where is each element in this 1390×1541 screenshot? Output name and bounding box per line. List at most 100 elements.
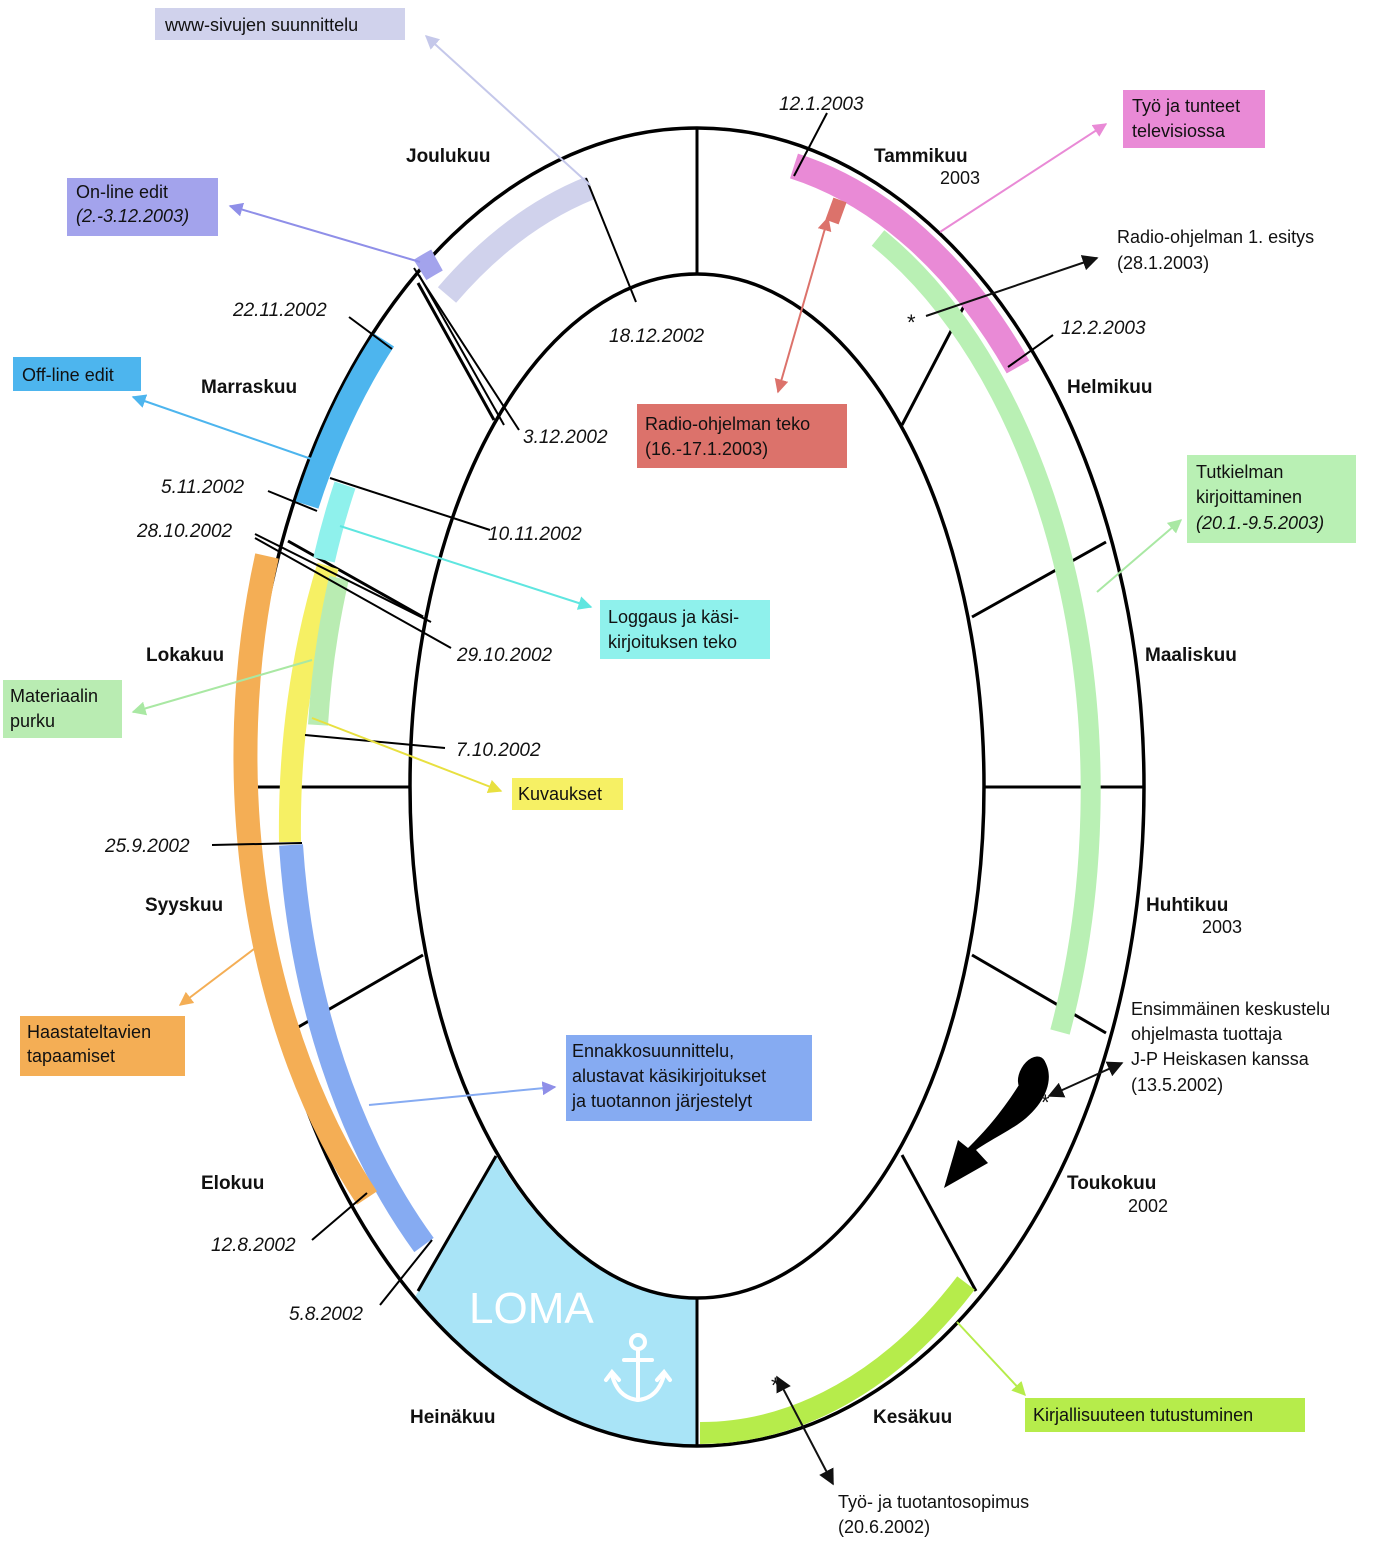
- date-25-9-2002: 25.9.2002: [104, 836, 190, 857]
- arc-offline: [295, 333, 395, 509]
- box-kirjallisuus: Kirjallisuuteen tutustuminen: [1025, 1398, 1305, 1432]
- date-28-10-2002: 28.10.2002: [136, 521, 233, 542]
- arc-radio-teko: [825, 197, 847, 225]
- arrow-haastateltavien: [178, 942, 263, 1006]
- year-tammikuu: 2003: [940, 168, 980, 188]
- star-sopimus: *: [771, 1373, 780, 1398]
- month-marraskuu: Marraskuu: [201, 377, 297, 398]
- arrow-materiaalin: [131, 659, 313, 716]
- date-3-12-2002: 3.12.2002: [523, 427, 608, 448]
- box-online-line2: (2.-3.12.2003): [76, 206, 189, 226]
- arc-kuvaukset: [278, 562, 339, 843]
- box-tyo-ja-tunteet: Työ ja tunteet televisiossa: [1123, 90, 1265, 148]
- box-offline-label: Off-line edit: [22, 365, 114, 385]
- loma-label: LOMA: [469, 1284, 594, 1333]
- direction-arrow-icon: [944, 1056, 1049, 1188]
- date-22-11-2002: 22.11.2002: [232, 300, 327, 321]
- box-kirjallisuus-label: Kirjallisuuteen tutustuminen: [1033, 1405, 1253, 1425]
- note-keskustelu-line3: J-P Heiskasen kanssa: [1131, 1049, 1310, 1069]
- month-lokakuu: Lokakuu: [146, 645, 224, 666]
- box-ennakko-line3: ja tuotannon järjestelyt: [571, 1091, 752, 1111]
- note-sopimus-line2: (20.6.2002): [838, 1517, 930, 1537]
- arrow-ennakko: [368, 1081, 557, 1106]
- date-5-11-2002: 5.11.2002: [161, 477, 245, 498]
- date-labels: 12.1.2003 12.2.2003 18.12.2002 3.12.2002…: [104, 94, 1146, 1325]
- box-haastateltavien: Haastateltavien tapaamiset: [20, 1016, 185, 1076]
- box-online-line1: On-line edit: [76, 182, 168, 202]
- month-tammikuu: Tammikuu: [874, 146, 968, 167]
- month-kesakuu: Kesäkuu: [873, 1407, 952, 1428]
- box-tutkielma: Tutkielman kirjoittaminen (20.1.-9.5.200…: [1187, 455, 1356, 543]
- callout-arrows: [131, 35, 1183, 1397]
- month-joulukuu: Joulukuu: [406, 146, 490, 167]
- arrow-www: [424, 35, 591, 186]
- arc-haastateltavien: [233, 553, 377, 1205]
- arrow-radio-esitys: [925, 255, 1099, 317]
- month-toukokuu: Toukokuu: [1067, 1173, 1156, 1194]
- date-5-8-2002: 5.8.2002: [289, 1304, 363, 1325]
- box-www: www-sivujen suunnittelu: [155, 8, 405, 40]
- arc-online: [413, 249, 443, 281]
- arc-www: [437, 176, 595, 303]
- month-labels: Joulukuu Tammikuu 2003 Helmikuu Maalisku…: [145, 146, 1242, 1428]
- box-radio-teko: Radio-ohjelman teko (16.-17.1.2003): [637, 404, 847, 468]
- year-huhtikuu: 2003: [1202, 917, 1242, 937]
- box-ennakko: Ennakkosuunnittelu, alustavat käsikirjoi…: [566, 1035, 812, 1121]
- notes: Radio-ohjelman 1. esitys (28.1.2003) Ens…: [838, 227, 1330, 1537]
- box-kuvaukset-label: Kuvaukset: [518, 784, 602, 804]
- box-radio-teko-line1: Radio-ohjelman teko: [645, 414, 810, 434]
- star-keskustelu: *: [1041, 1090, 1050, 1115]
- note-sopimus-line1: Työ- ja tuotantosopimus: [838, 1492, 1029, 1512]
- note-keskustelu-line2: ohjelmasta tuottaja: [1131, 1024, 1283, 1044]
- activity-arcs: [233, 153, 1101, 1445]
- month-elokuu: Elokuu: [201, 1173, 264, 1194]
- box-materiaalin-line2: purku: [10, 711, 55, 731]
- arrow-offline: [131, 394, 321, 463]
- arrow-kuvaukset: [311, 717, 503, 793]
- anchor-icon: [604, 1333, 672, 1403]
- box-radio-teko-line2: (16.-17.1.2003): [645, 439, 768, 459]
- box-tutkielma-line2: kirjoittaminen: [1196, 487, 1302, 507]
- box-tyo-line2: televisiossa: [1132, 121, 1226, 141]
- arrow-tutkielma: [1096, 519, 1183, 593]
- date-10-11-2002: 10.11.2002: [488, 524, 582, 545]
- arc-kirjallisuus: [699, 1276, 975, 1445]
- year-toukokuu: 2002: [1128, 1196, 1168, 1216]
- date-12-1-2003: 12.1.2003: [779, 94, 864, 115]
- arrow-keskustelu: [1047, 1061, 1124, 1098]
- note-radio-esitys-line2: (28.1.2003): [1117, 253, 1209, 273]
- month-heinakuu: Heinäkuu: [410, 1407, 496, 1428]
- box-haastateltavien-line1: Haastateltavien: [27, 1022, 151, 1042]
- arrow-loggaus: [339, 525, 593, 610]
- box-tyo-line1: Työ ja tunteet: [1132, 96, 1240, 116]
- box-offline: Off-line edit: [13, 357, 141, 391]
- note-keskustelu-line1: Ensimmäinen keskustelu: [1131, 999, 1330, 1019]
- month-dividers: [250, 128, 1144, 1446]
- date-leaders: [211, 112, 1054, 1306]
- arrow-sopimus: [776, 1375, 834, 1486]
- box-tutkielma-line1: Tutkielman: [1196, 462, 1283, 482]
- arrow-online: [228, 202, 421, 263]
- box-www-label: www-sivujen suunnittelu: [164, 15, 358, 35]
- box-materiaalin: Materiaalin purku: [3, 680, 122, 738]
- arrow-tyo: [939, 123, 1108, 233]
- black-arrows: [776, 255, 1124, 1486]
- box-haastateltavien-line2: tapaamiset: [27, 1046, 115, 1066]
- loma-sector: [415, 1156, 697, 1446]
- month-syyskuu: Syyskuu: [145, 895, 223, 916]
- box-online: On-line edit (2.-3.12.2003): [67, 178, 218, 236]
- box-loggaus-line1: Loggaus ja käsi-: [608, 607, 739, 627]
- arrow-kirjallisuus: [956, 1321, 1026, 1397]
- month-huhtikuu: Huhtikuu: [1146, 895, 1228, 916]
- date-29-10-2002: 29.10.2002: [456, 645, 553, 666]
- box-ennakko-line2: alustavat käsikirjoitukset: [572, 1066, 766, 1086]
- date-12-2-2003: 12.2.2003: [1061, 318, 1146, 339]
- box-kuvaukset: Kuvaukset: [512, 778, 623, 810]
- arc-tutkielma: [871, 230, 1101, 1035]
- arc-loggaus: [313, 481, 356, 563]
- arrow-radio-teko: [774, 216, 832, 394]
- date-18-12-2002: 18.12.2002: [609, 326, 705, 347]
- box-loggaus-line2: kirjoituksen teko: [608, 632, 737, 652]
- arc-ennakkosuunnittelu: [279, 844, 434, 1253]
- box-tutkielma-line3: (20.1.-9.5.2003): [1196, 513, 1324, 533]
